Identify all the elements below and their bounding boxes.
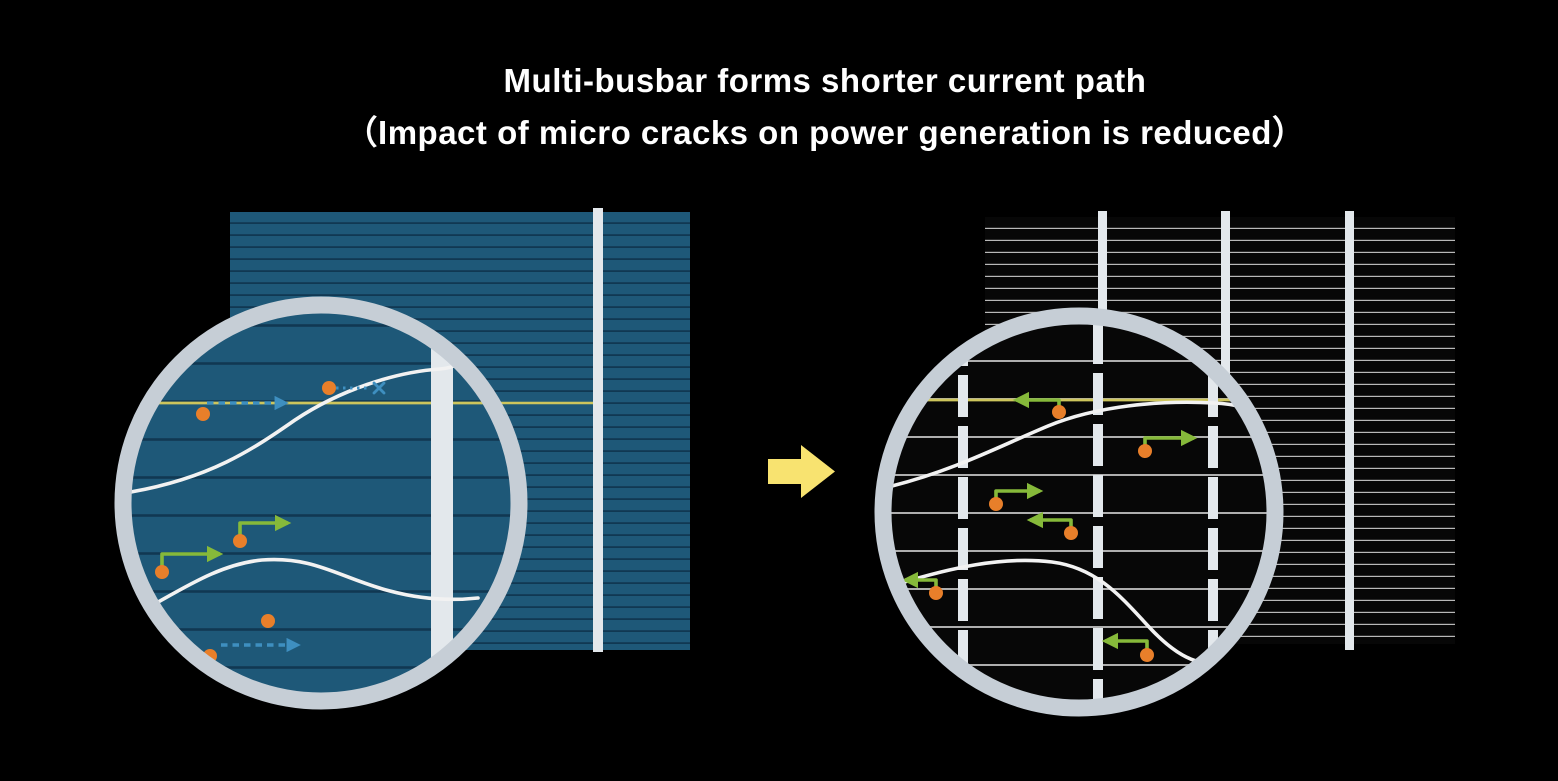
blocked-path-x-mark <box>372 381 386 395</box>
electron-dot <box>1064 526 1078 540</box>
right-magnifier <box>874 307 1284 717</box>
electron-dot <box>155 565 169 579</box>
electron-dot <box>989 497 1003 511</box>
busbar <box>1345 211 1354 650</box>
transition-arrow-icon <box>768 445 835 498</box>
diagram-title: Multi-busbar forms shorter current path … <box>92 55 1558 159</box>
electron-dot <box>1052 405 1066 419</box>
magnified-cell-grid <box>131 313 511 693</box>
electron-dot <box>1140 648 1154 662</box>
micro-crack <box>131 347 478 494</box>
electron-dot <box>196 407 210 421</box>
magnified-cell-grid <box>891 324 1267 700</box>
electron-dot <box>929 586 943 600</box>
micro-crack <box>891 400 1267 488</box>
electron-dot <box>233 534 247 548</box>
magnifier-ring <box>114 296 528 710</box>
electron-dots <box>929 405 1154 662</box>
micro-crack <box>896 558 1198 663</box>
electron-dot <box>1138 444 1152 458</box>
busbar <box>593 208 603 652</box>
magnifier-ring <box>874 307 1284 717</box>
left-magnifier <box>114 296 528 710</box>
micro-crack <box>131 557 480 624</box>
electron-dots <box>155 381 336 663</box>
title-line-1: Multi-busbar forms shorter current path <box>503 62 1147 99</box>
title-line-2: （Impact of micro cracks on power generat… <box>344 114 1306 152</box>
electron-dot <box>322 381 336 395</box>
electron-dot <box>261 614 275 628</box>
